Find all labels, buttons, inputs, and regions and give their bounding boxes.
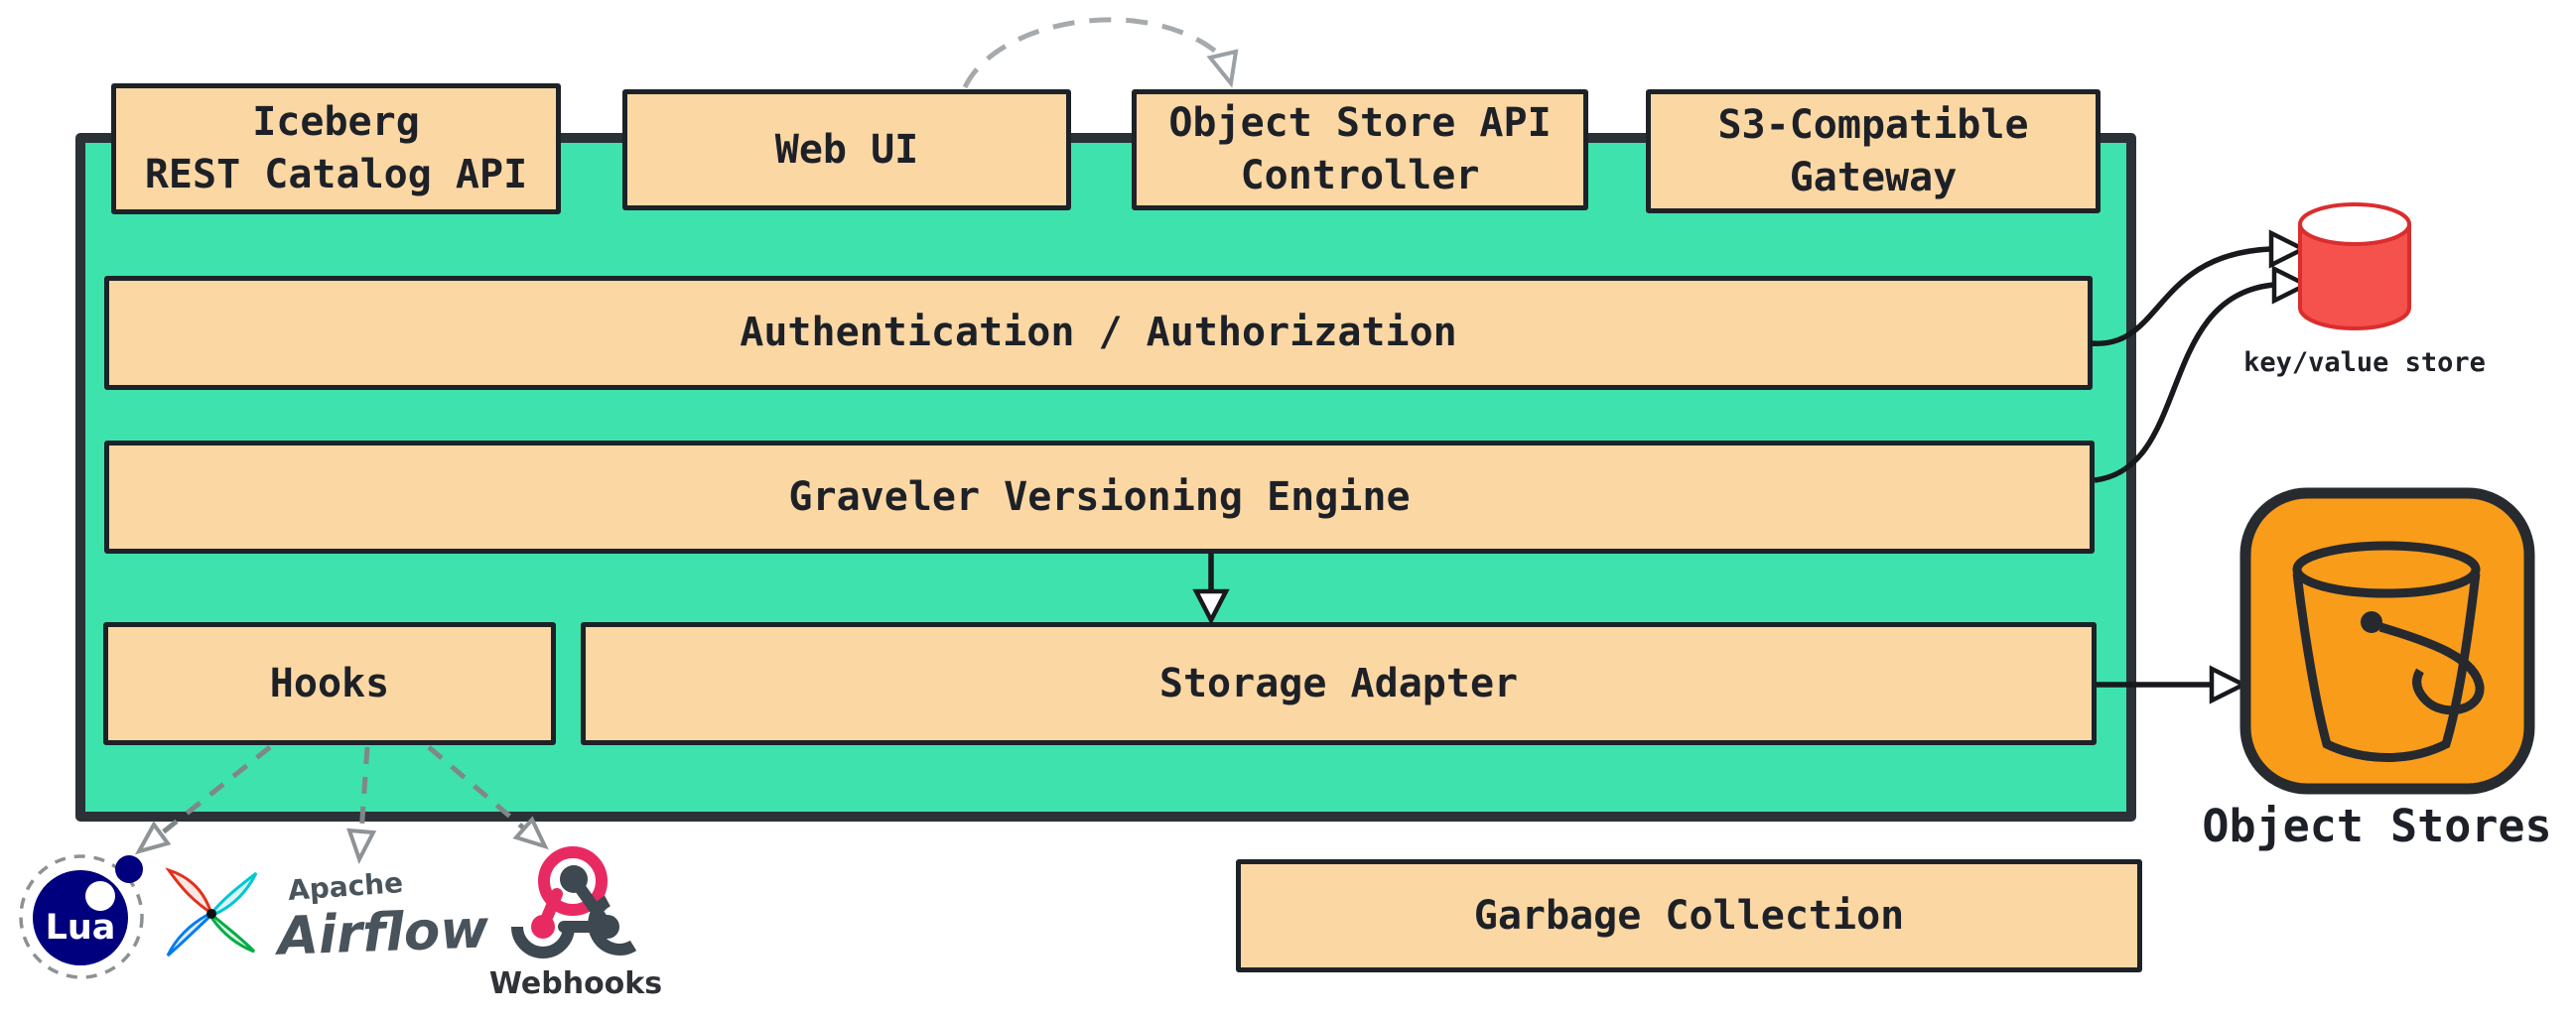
- s3-gateway-box-line1: S3-Compatible: [1717, 101, 2029, 148]
- webhooks-logo-label: Webhooks: [488, 965, 663, 1001]
- garbage-collection-box: Garbage Collection: [1236, 859, 2142, 972]
- object-api-box-line1: Object Store API: [1168, 100, 1552, 147]
- iceberg-box-line1: Iceberg: [252, 99, 420, 146]
- graveler-bar-label: Graveler Versioning Engine: [788, 473, 1411, 520]
- object-stores-bucket-icon: [2239, 487, 2535, 795]
- webhooks-icon: [511, 846, 637, 958]
- lua-logo-label: Lua: [45, 908, 116, 948]
- authentication-authorization-bar: Authentication / Authorization: [104, 276, 2093, 390]
- airflow-logo-label: Airflow: [276, 898, 490, 967]
- hooks-box-label: Hooks: [269, 660, 390, 706]
- object-stores-label: Object Stores: [2202, 799, 2552, 852]
- kv-store-label: key/value store: [2243, 346, 2486, 378]
- iceberg-rest-catalog-api-box: Iceberg REST Catalog API: [111, 83, 561, 214]
- kv-store-cylinder-icon: [2298, 202, 2411, 330]
- garbage-collection-label: Garbage Collection: [1473, 892, 1905, 939]
- storage-adapter-box: Storage Adapter: [581, 622, 2097, 745]
- iceberg-box-line2: REST Catalog API: [144, 152, 528, 197]
- webui-to-object-api-dashed-arrow: [962, 17, 1239, 89]
- web-ui-box-label: Web UI: [774, 126, 919, 173]
- web-ui-box: Web UI: [622, 89, 1071, 210]
- s3-gateway-box-line2: Gateway: [1789, 154, 1958, 200]
- auth-bar-label: Authentication / Authorization: [740, 310, 1457, 356]
- hooks-box: Hooks: [103, 622, 556, 745]
- object-store-api-controller-box: Object Store API Controller: [1132, 89, 1588, 210]
- graveler-versioning-engine-bar: Graveler Versioning Engine: [104, 441, 2095, 554]
- object-api-box-line2: Controller: [1240, 153, 1480, 198]
- storage-adapter-box-label: Storage Adapter: [1158, 660, 1519, 706]
- s3-compatible-gateway-box: S3-Compatible Gateway: [1646, 89, 2101, 213]
